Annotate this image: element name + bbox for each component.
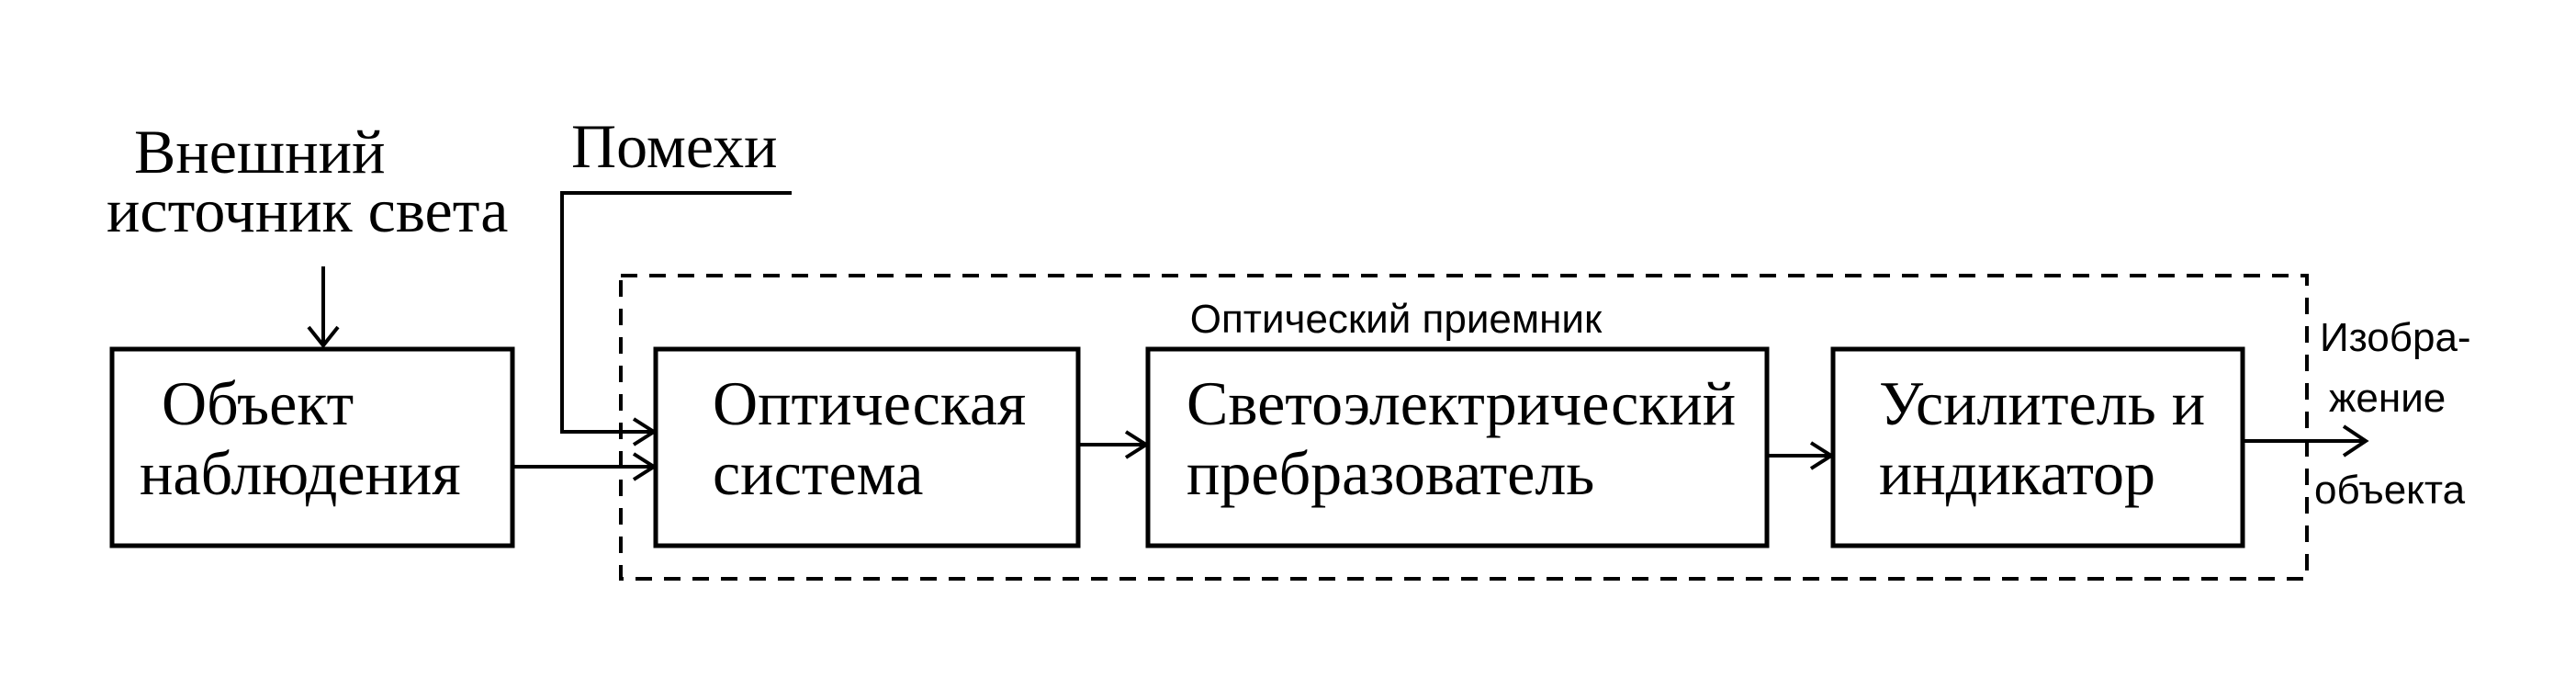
output-label-line-3: объекта xyxy=(2314,468,2466,513)
object-block-label: Объект наблюдения xyxy=(140,368,461,508)
object-block-label-line-2: наблюдения xyxy=(140,438,461,508)
light-arrow-head xyxy=(307,325,340,349)
amplifier-block-label: Усилитель и индикатор xyxy=(1879,368,2221,508)
optical-system-block-label-line-1: Оптическая xyxy=(713,368,1026,438)
output-label-line-1: Изобра- xyxy=(2320,315,2471,360)
output-label-line-2: жение xyxy=(2329,376,2446,421)
output-label: Изобра- жение объекта xyxy=(2314,315,2482,513)
object-block xyxy=(109,346,515,548)
noise-label: Помехи xyxy=(571,111,778,181)
output-arrow-head xyxy=(2342,424,2369,458)
optical-system-block-label: Оптическая система xyxy=(713,368,1041,508)
converter-block-label-line-2: пребразователь xyxy=(1187,438,1594,508)
object-block-label-line-1: Объект xyxy=(162,368,354,438)
converter-block-label: Светоэлектрический пребразователь xyxy=(1187,368,1751,508)
external-light-label-line-2: источник света xyxy=(107,175,508,245)
external-light-label: Внешний источник света xyxy=(107,117,508,245)
optical-receiver-boundary xyxy=(619,274,2309,581)
amplifier-block-label-line-2: индикатор xyxy=(1879,438,2155,508)
converter-block xyxy=(1145,346,1770,548)
optical-system-block xyxy=(653,346,1081,548)
optical-receiver-label: Оптический приемник xyxy=(1190,297,1603,342)
optical-system-block-label-line-2: система xyxy=(713,438,923,508)
external-light-label-line-1: Внешний xyxy=(134,117,385,186)
amplifier-block-label-line-1: Усилитель и xyxy=(1879,368,2205,438)
converter-block-label-line-1: Светоэлектрический xyxy=(1187,368,1736,438)
noise-arrow xyxy=(560,191,792,434)
amplifier-block xyxy=(1830,346,2245,548)
